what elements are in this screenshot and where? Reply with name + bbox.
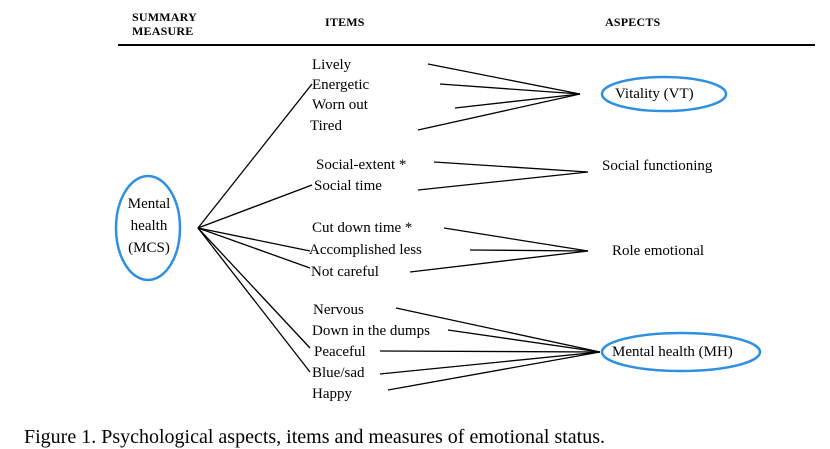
- role-line-3: [409, 250, 589, 273]
- item-happy: Happy: [312, 386, 352, 402]
- aspect-social-functioning: Social functioning: [602, 158, 713, 174]
- item-tired: Tired: [310, 118, 342, 134]
- header-items: ITEMS: [325, 15, 365, 29]
- item-cut-down-time: Cut down time *: [312, 220, 413, 236]
- mh-line-5: [387, 351, 601, 391]
- mh-line-1: [395, 307, 601, 353]
- mcs-ellipse: [114, 174, 182, 282]
- fan-line-role-2: [197, 227, 311, 269]
- header-summary-measure-line1: SUMMARY: [132, 10, 197, 24]
- header-summary-measure: SUMMARY MEASURE: [132, 10, 197, 38]
- item-nervous: Nervous: [313, 302, 364, 318]
- fan-line-vitality: [197, 83, 313, 229]
- item-lively: Lively: [312, 57, 352, 73]
- mh-lines: [379, 307, 601, 391]
- item-accomplished-less: Accomplished less: [309, 242, 422, 258]
- item-peaceful: Peaceful: [314, 344, 366, 360]
- fan-line-role-1: [197, 227, 311, 252]
- fan-lines: [197, 83, 313, 373]
- vitality-line-1: [427, 63, 581, 95]
- figure-caption: Figure 1. Psychological aspects, items a…: [24, 426, 605, 448]
- item-energetic: Energetic: [312, 77, 370, 93]
- header-summary-measure-line2: MEASURE: [132, 24, 194, 38]
- role-line-2: [469, 249, 589, 252]
- item-not-careful: Not careful: [311, 264, 379, 280]
- summary-measure-mcs: Mental health (MCS): [117, 193, 181, 259]
- mcs-line3: (MCS): [128, 240, 170, 256]
- vitality-line-3: [454, 93, 581, 109]
- vitality-line-2: [439, 83, 581, 95]
- vitality-ellipse: [600, 75, 728, 113]
- item-social-time: Social time: [314, 178, 382, 194]
- social-line-1: [433, 161, 589, 173]
- item-down-in-the-dumps: Down in the dumps: [312, 323, 430, 339]
- vitality-lines: [417, 63, 581, 131]
- social-lines: [417, 161, 589, 191]
- item-blue-sad: Blue/sad: [312, 365, 365, 381]
- fan-line-mh-1: [197, 227, 311, 349]
- role-lines: [409, 227, 589, 273]
- mh-line-2: [447, 329, 601, 353]
- item-worn-out: Worn out: [312, 97, 368, 113]
- mcs-line2: health: [130, 218, 168, 234]
- fan-line-social: [197, 184, 313, 229]
- role-line-1: [443, 227, 589, 252]
- item-social-extent: Social-extent *: [316, 157, 407, 173]
- mh-ellipse: [600, 331, 762, 373]
- social-line-2: [417, 171, 589, 191]
- vitality-line-4: [417, 93, 581, 131]
- aspect-vitality: Vitality (VT): [615, 86, 694, 102]
- fan-line-mh-2: [197, 227, 311, 373]
- header-aspects: ASPECTS: [605, 15, 661, 29]
- aspect-mental-health: Mental health (MH): [612, 344, 733, 360]
- mh-line-3: [379, 350, 601, 353]
- mcs-line1: Mental: [127, 196, 171, 212]
- mh-line-4: [379, 351, 601, 375]
- aspect-role-emotional: Role emotional: [612, 243, 705, 259]
